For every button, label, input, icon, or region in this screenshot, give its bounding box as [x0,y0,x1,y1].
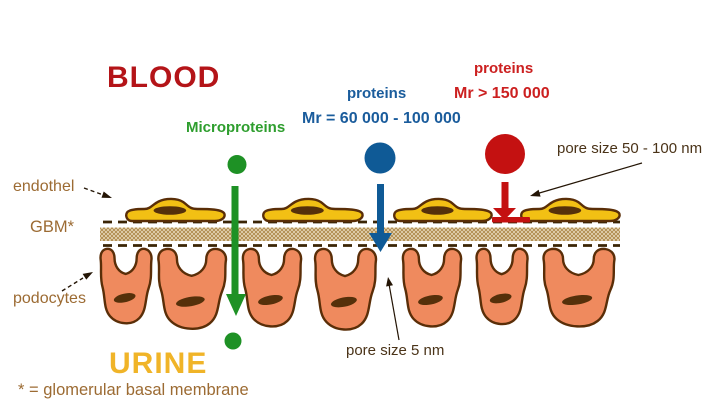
microproteins-label: Microproteins [186,119,286,136]
podocytes-pointer-arrow [61,272,93,292]
medium-proteins-label: proteins [347,85,407,102]
endothel-cell [263,199,362,221]
podocyte-nucleus [258,294,283,306]
red-arrowhead-icon [493,208,516,220]
endothel-pointer-arrow [83,187,112,198]
green-arrowhead-icon [226,294,246,316]
podocyte [403,249,461,327]
podocyte-nucleus [418,294,443,306]
endothel-nucleus [548,206,582,215]
gbm-band [100,227,620,241]
endothel-label: endothel [13,178,75,195]
large-protein-arrow [485,134,530,223]
blue-arrowhead-icon [369,233,392,252]
podocyte [315,249,376,330]
podocytes-label: podocytes [13,290,86,307]
pore-size-slit-label: pore size 5 nm [346,342,445,359]
podocyte [477,249,528,324]
pore-size-endothel-label: pore size 50 - 100 nm [557,140,703,157]
footnote-label: * = glomerular basal membrane [18,381,249,399]
blocked-bar [492,217,530,223]
endothel-cell [394,199,491,221]
large-proteins-label: proteins [474,60,534,77]
medium-protein-arrow [364,142,396,252]
podocyte-nucleus [562,294,593,306]
podocyte [101,249,152,323]
endothel-nucleus [421,206,454,215]
gbm-label: GBM* [30,218,75,236]
endothel-nucleus [290,206,324,215]
pore-size-5-pointer-arrow [386,277,400,341]
microprotein-arrow [224,155,247,350]
urine-label: URINE [109,347,208,380]
endothel-cell [126,199,224,221]
podocyte [158,249,226,329]
large-proteins-mass: Mr > 150 000 [454,85,550,102]
pore-size-50-100-pointer-arrow [530,162,643,197]
filtered-microprotein-dot [224,332,242,350]
podocyte-nucleus [176,296,205,307]
podocyte-nucleus [113,293,136,303]
podocyte-nucleus [330,296,357,308]
blood-label: BLOOD [107,61,221,94]
large-protein-dot [485,134,525,174]
endothel-cell [521,199,619,221]
medium-protein-dot [364,142,396,174]
podocyte-nucleus [489,293,512,304]
podocyte [544,249,615,327]
endothel-nucleus [153,206,187,215]
medium-proteins-mass: Mr = 60 000 - 100 000 [302,110,461,127]
microprotein-dot [227,155,247,174]
podocyte [243,249,301,327]
